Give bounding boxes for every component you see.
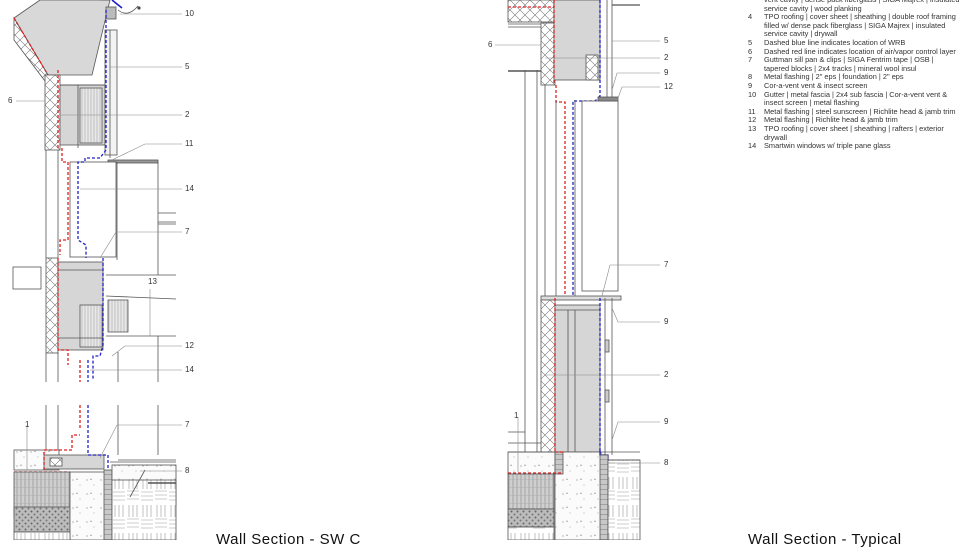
callout-tag: 5 [664,36,669,45]
callout-tag: 6 [488,40,493,49]
legend-number: 14 [748,141,757,151]
legend-number: 7 [748,55,753,65]
legend-number: 6 [748,46,753,56]
callout-tag: 13 [148,277,157,286]
legend-text: TPO roofing | cover sheet | sheathing | … [764,12,956,39]
legend-text: TPO roofing | cover sheet | sheathing | … [764,123,944,142]
legend-item: 5 Dashed blue line indicates location of … [746,37,960,48]
legend-text: Smartwin windows w/ triple pane glass [764,141,891,151]
legend-item: 8 Metal flashing | 2" eps | foundation | … [746,73,960,82]
legend-item: vent cavity | dense pack fiberglass | SI… [746,0,960,13]
callout-tag: 8 [185,466,190,475]
callout-tag: 2 [664,53,669,62]
legend-item: 10 Gutter | metal fascia | 2x4 sub fascia… [746,89,960,108]
callout-tag: 6 [8,96,13,105]
callout-tag: 1 [514,411,519,420]
callout-tag: 7 [185,227,190,236]
callout-tag: 8 [664,458,669,467]
legend-number: 10 [748,89,757,99]
callout-tag: 9 [664,68,669,77]
legend-text: Guttman sill pan & clips | SIGA Fentrim … [764,55,934,73]
callout-tag: 2 [664,370,669,379]
legend-text: Metal flashing | steel sunscreen | Richl… [764,106,956,116]
legend-item: 9 Cor-a-vent vent & insect screen [746,80,960,91]
legend-item: 6 Dashed red line indicates location of a… [746,46,960,57]
callout-tag: 9 [664,417,669,426]
legend-number: 4 [748,12,753,22]
legend-text: Dashed red line indicates location of ai… [764,46,956,56]
legend-number: 8 [748,72,753,82]
legend-item: 12 Metal flashing | Richlite head & jamb … [746,116,960,125]
callout-tag: 1 [25,420,30,429]
callout-tag: 10 [185,9,194,18]
legend-text: Cor-a-vent vent & insect screen [764,80,868,90]
callout-tag: 5 [185,62,190,71]
callout-tag: 2 [185,110,190,119]
legend-text: Dashed blue line indicates location of W… [764,37,906,47]
legend-text: Metal flashing | 2" eps | foundation | 2… [764,72,904,82]
callout-tag: 11 [185,139,194,148]
legend-text: Metal flashing | Richlite head & jamb tr… [764,115,898,125]
callout-tag: 9 [664,317,669,326]
callout-tag: 7 [185,420,190,429]
legend-number: 5 [748,37,753,47]
legend: vent cavity | dense pack fiberglass | SI… [746,0,960,151]
callout-tag: 12 [185,341,194,350]
callout-tag: 14 [185,365,194,374]
legend-text: vent cavity | dense pack fiberglass | SI… [764,0,960,13]
legend-item: 13 TPO roofing | cover sheet | sheathing … [746,123,960,142]
legend-item: 4 TPO roofing | cover sheet | sheathing |… [746,12,960,39]
legend-text: Gutter | metal fascia | 2x4 sub fascia |… [764,89,948,108]
callout-tag: 7 [664,260,669,269]
legend-item: 14 Smartwin windows w/ triple pane glass [746,141,960,151]
legend-number: 13 [748,123,757,133]
legend-item: 7 Guttman sill pan & clips | SIGA Fentrim… [746,55,960,73]
legend-number: 11 [748,106,756,116]
legend-item: 11 Metal flashing | steel sunscreen | Ric… [746,106,960,117]
legend-number: 9 [748,80,753,90]
callout-tag: 14 [185,184,194,193]
legend-number: 12 [748,115,757,125]
callout-tag: 12 [664,82,673,91]
